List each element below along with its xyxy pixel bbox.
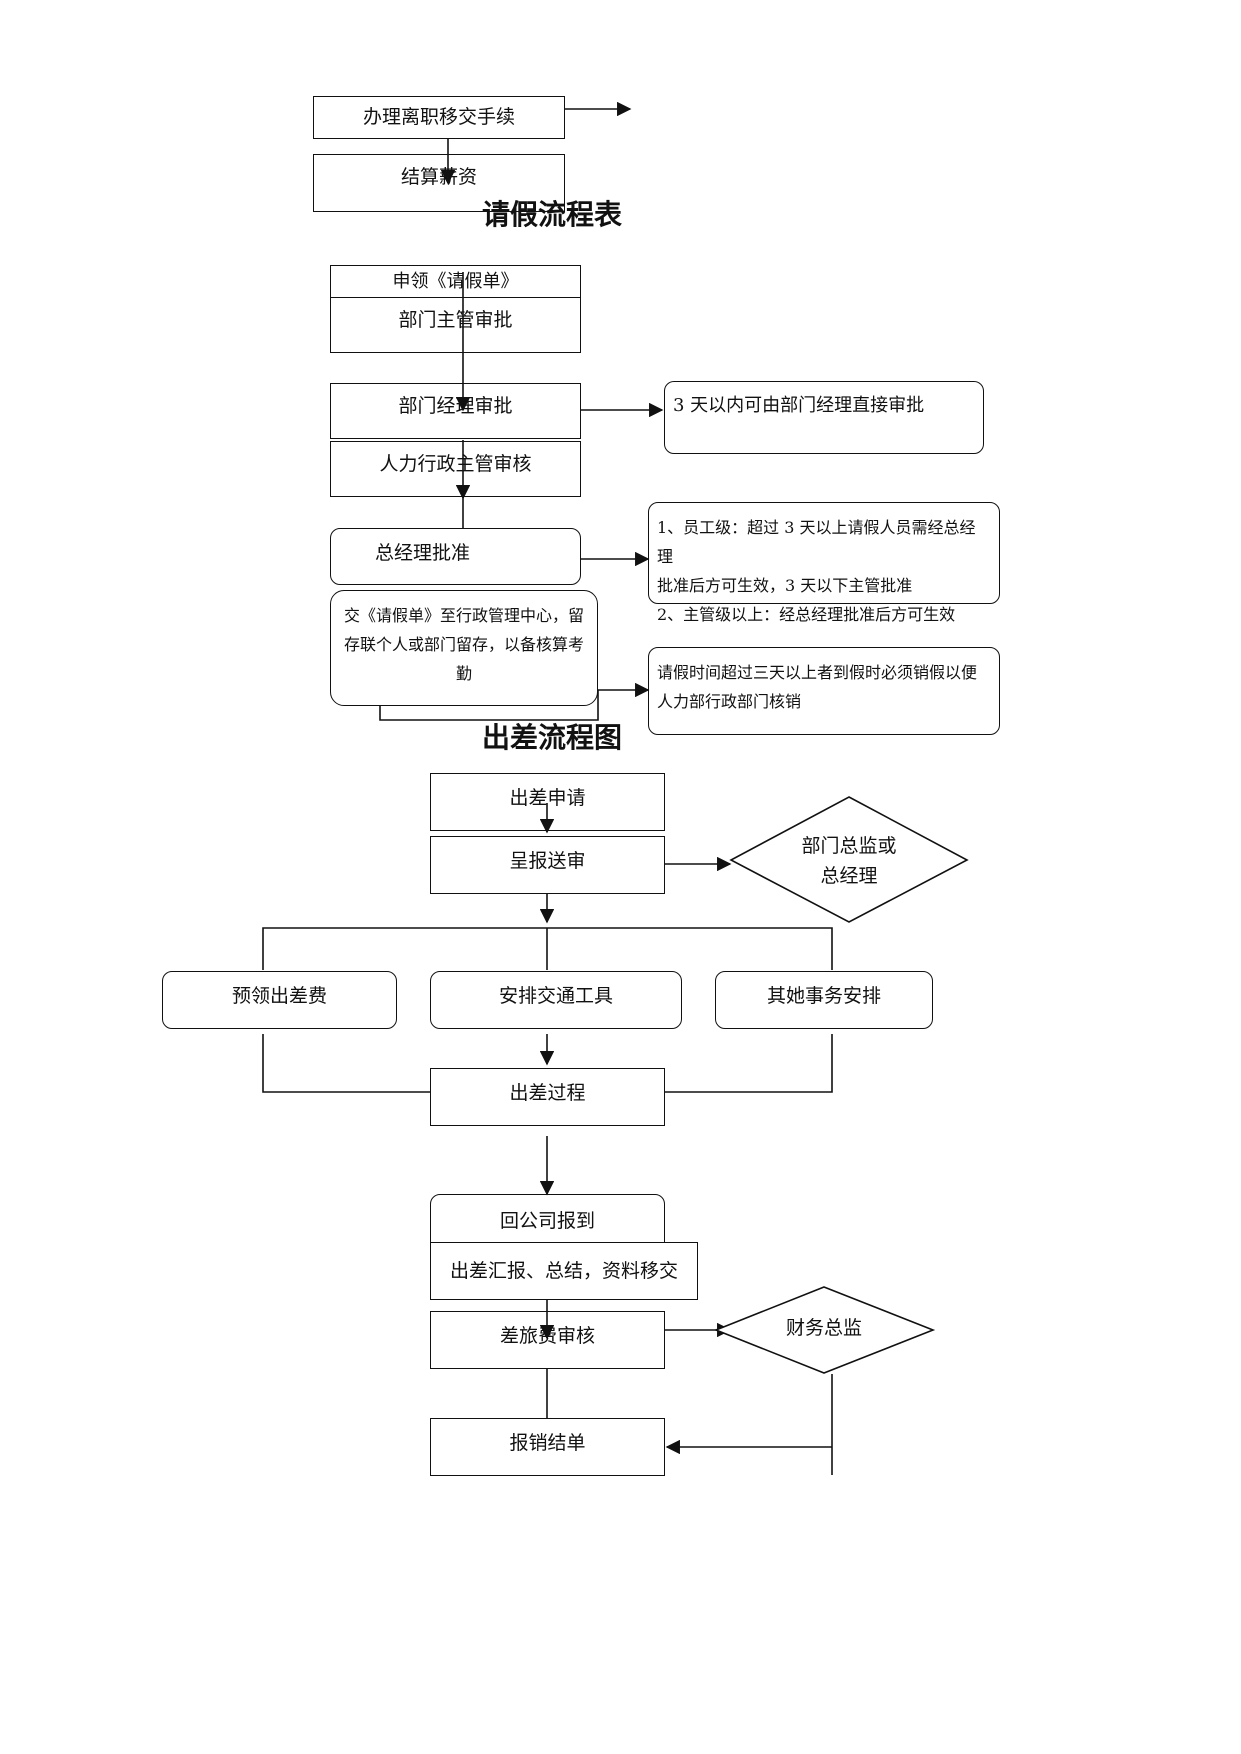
approver-label-line-2: 总经理 [820,865,878,887]
manager-note-box: 3 天以内可由部门经理直接审批 [664,381,984,454]
hr-review-box: 人力行政主管审核 [330,441,581,497]
expense-review-box: 差旅费审核 [430,1311,665,1369]
arrow-submit-cancel [379,682,650,721]
trip-submit-box: 呈报送审 [430,836,665,894]
submit-form-box: 交《请假单》至行政管理中心，留 存联个人或部门留存，以备核算考 勤 [330,590,598,706]
approver-label-line-1: 部门总监或 [801,835,897,857]
supervisor-approve-box: 部门主管审批 [330,297,581,353]
leave-flow-title: 请假流程表 [482,198,623,231]
trip-process-box: 出差过程 [430,1068,665,1126]
gm-note-line-3: 2、主管级以上：经总经理批准后方可生效 [657,605,956,624]
reimburse-box: 报销结单 [430,1418,665,1476]
submit-form-line-3: 勤 [455,664,472,683]
submit-form-line-2: 存联个人或部门留存，以备核算考 [343,635,584,654]
gm-note-box: 1、员工级：超过 3 天以上请假人员需经总经理 批准后方可生效，3 天以下主管批… [648,502,1000,624]
manager-approve-box: 部门经理审批 [330,383,581,439]
apply-form-box: 申领《请假单》 [330,265,581,298]
trip-apply-box: 出差申请 [430,773,665,831]
cancel-note-line-1: 请假时间超过三天以上者到假时必须销假以便 [657,663,978,682]
submit-form-line-1: 交《请假单》至行政管理中心，留 [343,606,584,625]
line-advance-process [262,1034,430,1093]
trip-report-box: 出差汇报、总结，资料移交 [430,1242,698,1300]
handover-box: 办理离职移交手续 [313,96,565,139]
advance-fee-box: 预领出差费 [162,971,397,1029]
decision-approver [729,796,969,923]
line-other-process [665,1034,833,1093]
cancel-note-box: 请假时间超过三天以上者到假时必须销假以便 人力部行政部门核销 [648,647,1000,735]
cancel-note-line-2: 人力部行政部门核销 [657,692,802,711]
finance-director-label: 财务总监 [785,1317,862,1339]
connector-lines [262,101,969,1475]
settle-salary-box: 结算薪资 [313,154,565,212]
approver-label: 部门总监或 总经理 [779,831,919,891]
gm-note-line-2: 批准后方可生效，3 天以下主管批准 [657,576,913,595]
other-matters-box: 其她事务安排 [715,971,933,1029]
transport-box: 安排交通工具 [430,971,682,1029]
gm-approve-box: 总经理批准 [330,528,581,585]
decision-finance [713,1286,936,1374]
gm-note-line-1: 1、员工级：超过 3 天以上请假人员需经总经理 [657,518,976,566]
trip-flow-title: 出差流程图 [482,721,623,754]
